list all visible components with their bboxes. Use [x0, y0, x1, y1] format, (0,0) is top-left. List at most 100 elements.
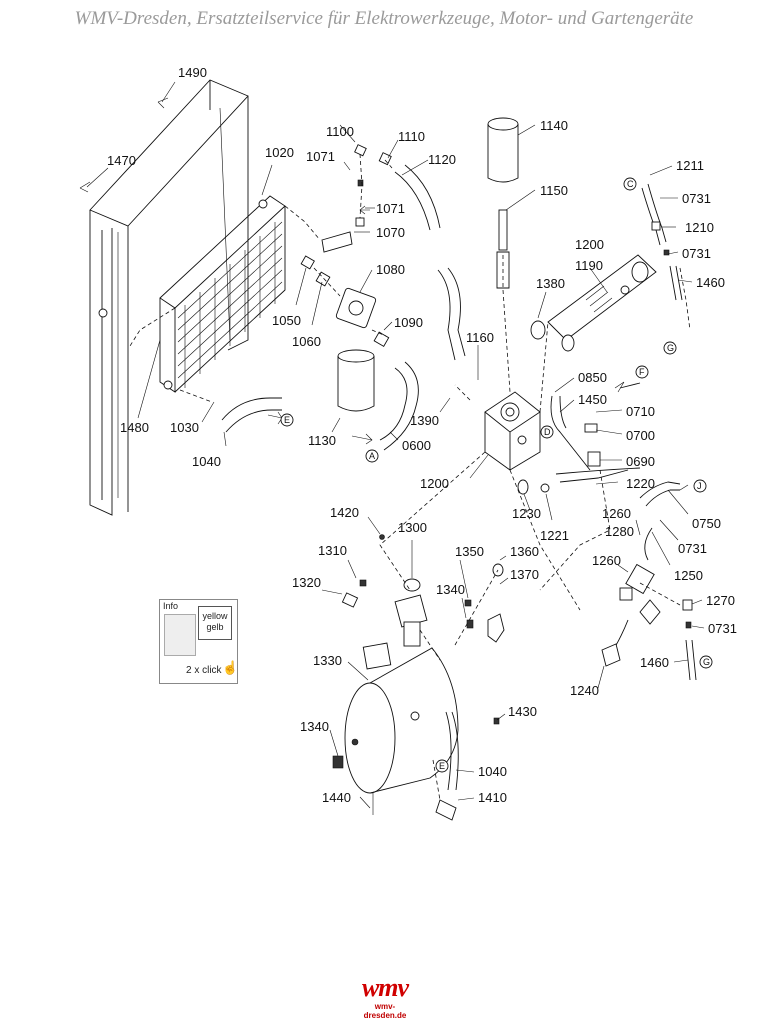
valve-assembly [547, 254, 657, 352]
wmv-logo[interactable]: wmv wmv-dresden.de [354, 973, 416, 1021]
part-label: 1211 [676, 158, 704, 173]
svg-text:E: E [284, 415, 290, 425]
leader-lines [86, 81, 705, 809]
pipe-group-right [517, 382, 641, 495]
part-label: 1450 [578, 392, 607, 407]
part-label: 0700 [626, 428, 655, 443]
part-label: 1310 [318, 543, 347, 558]
part-label: 1340 [300, 719, 329, 734]
svg-text:G: G [703, 657, 710, 667]
part-label: 1090 [394, 315, 423, 330]
radiator-part [159, 195, 286, 393]
fitting-group-top [300, 144, 392, 347]
part-label: 1140 [540, 118, 568, 133]
part-label: 1200 [575, 237, 604, 252]
ref-marker-e: E [280, 413, 294, 427]
part-label: 1420 [330, 505, 359, 520]
logo-mark: wmv [361, 973, 409, 1002]
oil-filter [337, 349, 375, 412]
hose-1120 [394, 164, 441, 231]
part-label: 1110 [398, 129, 425, 144]
info-title: Info [163, 601, 179, 611]
part-label: 0731 [682, 191, 711, 206]
part-label: 1360 [510, 544, 539, 559]
page-header: WMV-Dresden, Ersatzteilservice für Elekt… [74, 8, 694, 29]
part-label: 1410 [478, 790, 507, 805]
part-label: 1260 [602, 506, 631, 521]
part-label: 1370 [510, 567, 539, 582]
click-hint: 2 x click [186, 665, 222, 676]
part-label: 1230 [512, 506, 541, 521]
part-label: 1050 [272, 313, 301, 328]
part-label: 1030 [170, 420, 199, 435]
part-label: 1440 [322, 790, 351, 805]
part-label: 0600 [402, 438, 431, 453]
ref-marker-f: F [635, 365, 649, 379]
part-label: 1040 [192, 454, 221, 469]
part-label: 1240 [570, 683, 599, 698]
part-label: 1470 [107, 153, 136, 168]
svg-text:F: F [639, 367, 645, 377]
part-label: 0731 [682, 246, 711, 261]
part-label: 1060 [292, 334, 321, 349]
part-label: 1260 [592, 553, 621, 568]
part-label: 1130 [308, 433, 336, 448]
part-labels: 1490 1470 1020 1100 1110 1071 1120 1140 … [107, 65, 737, 805]
thumbnail-image [164, 614, 196, 656]
info-box[interactable]: Info yellow gelb 2 x click ☝ [159, 599, 238, 684]
hose-1030-1040 [221, 397, 282, 433]
color-label-de: gelb [206, 622, 224, 632]
part-label: 1380 [536, 276, 565, 291]
part-label: 1350 [455, 544, 484, 559]
hose-0600 [379, 361, 419, 451]
part-label: 1150 [540, 183, 568, 198]
ref-marker-j: J [693, 479, 707, 493]
reference-markers: C G F D E A J G E [280, 177, 713, 773]
part-label: 1210 [685, 220, 714, 235]
part-label: 1071 [306, 149, 335, 164]
part-label: 1480 [120, 420, 149, 435]
part-label: 1430 [508, 704, 537, 719]
part-label: 1221 [540, 528, 569, 543]
connector-lines [129, 153, 691, 801]
color-swatch: yellow gelb [198, 606, 232, 640]
ref-marker-d: D [540, 425, 554, 439]
logo-url: wmv-dresden.de [363, 1002, 407, 1020]
part-label: 1160 [466, 330, 494, 345]
part-label: 1490 [178, 65, 207, 80]
svg-text:J: J [697, 481, 702, 491]
part-label: 1040 [478, 764, 507, 779]
part-label: 1020 [265, 145, 294, 160]
manifold-block [484, 391, 541, 471]
svg-text:C: C [627, 179, 634, 189]
svg-text:D: D [544, 427, 551, 437]
part-label: 1071 [376, 201, 405, 216]
part-label: 1390 [410, 413, 439, 428]
part-label: 1460 [696, 275, 725, 290]
part-label: 1340 [436, 582, 465, 597]
part-label: 1120 [428, 152, 456, 167]
ref-marker-c: C [623, 177, 637, 191]
part-label: 1080 [376, 262, 405, 277]
part-label: 1270 [706, 593, 735, 608]
part-label: 1190 [575, 258, 603, 273]
part-label: 1070 [376, 225, 405, 240]
part-label: 1460 [640, 655, 669, 670]
cylinder-part [487, 117, 519, 183]
tank-fittings [341, 534, 505, 821]
part-label: 0731 [678, 541, 707, 556]
air-tank [332, 578, 459, 815]
hose-mid [437, 267, 466, 361]
flow-arrows [79, 97, 689, 491]
part-label: 1320 [292, 575, 321, 590]
part-label: 0750 [692, 516, 721, 531]
part-label: 1330 [313, 653, 342, 668]
part-label: 1100 [326, 124, 354, 139]
part-label: 1220 [626, 476, 655, 491]
part-label: 1280 [605, 524, 634, 539]
pointer-hand-icon: ☝ [222, 660, 239, 675]
filter-head [335, 287, 377, 329]
valve-right [601, 481, 697, 681]
ref-marker-g: G [663, 341, 677, 355]
